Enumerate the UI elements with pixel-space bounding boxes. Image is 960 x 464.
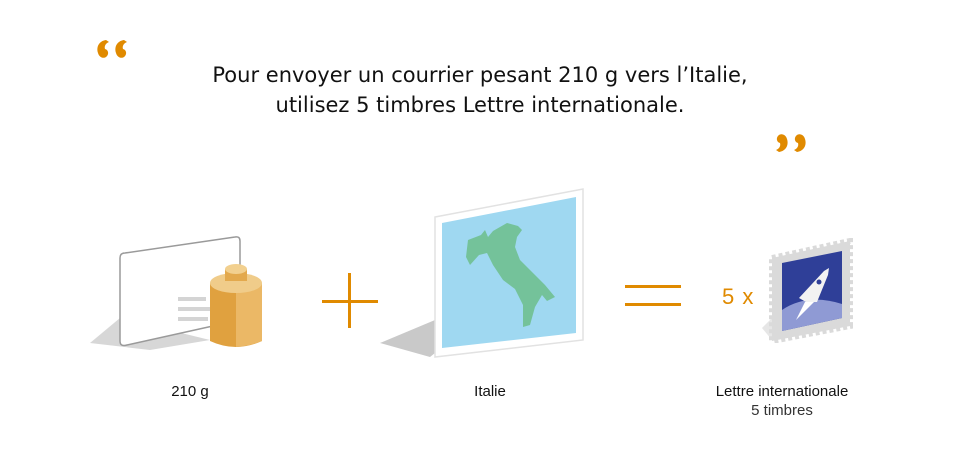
headline-line-1: Pour envoyer un courrier pesant 210 g ve… [212,63,748,87]
headline: Pour envoyer un courrier pesant 210 g ve… [120,60,840,120]
destination-label: Italie [474,383,506,400]
opening-quote-icon [97,40,127,58]
stamp-type-label: Lettre internationale [715,383,849,400]
result-label: Lettre internationale 5 timbres [672,383,892,419]
headline-line-2: utilisez 5 timbres Lettre internationale… [275,93,685,117]
equals-icon [625,285,681,306]
closing-quote-icon [776,134,806,152]
stamp-icon [762,238,853,343]
letter-and-weight-icon [90,236,262,350]
stamp-count-label: 5 timbres [751,402,813,419]
weight-label: 210 g [171,383,209,400]
italy-map-icon [380,188,584,358]
plus-icon [322,273,378,328]
stamp-multiplier: 5 x [722,284,755,309]
